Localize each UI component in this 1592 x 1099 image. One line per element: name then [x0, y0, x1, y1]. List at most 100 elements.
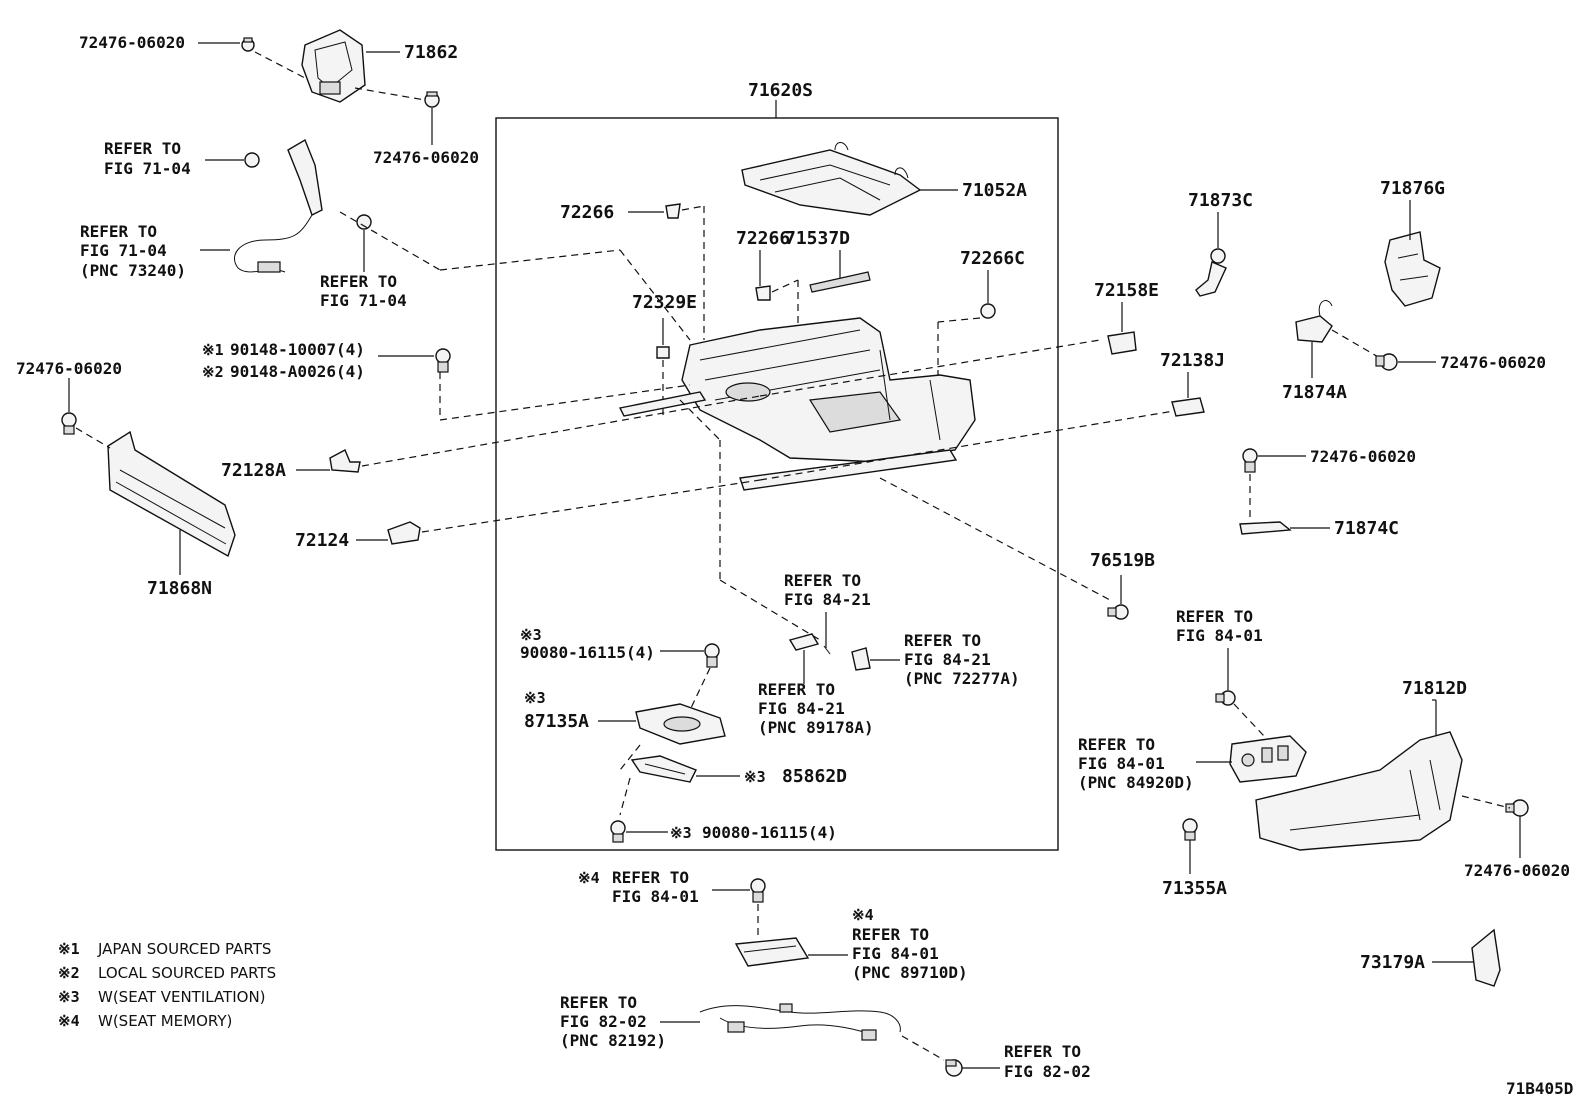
part-71812D[interactable]: [1255, 731, 1463, 851]
part-71874C[interactable]: [1239, 521, 1292, 535]
label-76519B[interactable]: 76519B: [1090, 550, 1155, 571]
fig-82-02-b[interactable]: FIG 82-02: [1004, 1062, 1091, 1081]
bracket-72277A[interactable]: [851, 647, 871, 671]
fig-84-01-b[interactable]: FIG 84-01: [852, 944, 939, 963]
bolt-90080-b[interactable]: [610, 820, 626, 843]
pnc-84920D[interactable]: (PNC 84920D): [1078, 773, 1194, 792]
seat-belt-buckle-harness[interactable]: [233, 138, 372, 273]
fig-84-01-a[interactable]: FIG 84-01: [612, 887, 699, 906]
label-71537D[interactable]: 71537D: [785, 228, 850, 249]
seat-adjuster-frame[interactable]: [618, 317, 976, 491]
part-72128A[interactable]: [329, 449, 361, 473]
bracket-89178A[interactable]: [788, 633, 820, 651]
label-90148-10007[interactable]: 90148-10007(4): [230, 340, 365, 359]
part-72124[interactable]: [387, 521, 421, 545]
clip-71355A[interactable]: [1182, 818, 1198, 841]
part-71873C[interactable]: [1195, 248, 1227, 297]
bolt-84-01[interactable]: [1215, 690, 1236, 706]
bolt-72476-e[interactable]: [1242, 448, 1258, 473]
pnc-73240[interactable]: (PNC 73240): [80, 261, 186, 280]
part-71876G[interactable]: [1384, 231, 1441, 307]
label-71862[interactable]: 71862: [404, 42, 458, 63]
bolt-72476-b[interactable]: [424, 91, 440, 108]
label-71355A[interactable]: 71355A: [1162, 878, 1227, 899]
label-72266C[interactable]: 72266C: [960, 248, 1025, 269]
label-72158E[interactable]: 72158E: [1094, 280, 1159, 301]
clip-72266C[interactable]: [980, 303, 996, 319]
bolt-90148[interactable]: [435, 348, 451, 373]
part-71537D[interactable]: [809, 271, 871, 293]
memory-ecu-89710D[interactable]: [734, 937, 810, 967]
clip-72266-a[interactable]: [665, 203, 681, 219]
part-71868N[interactable]: [107, 430, 236, 558]
part-71874A[interactable]: [1295, 300, 1333, 343]
label-72476-b[interactable]: 72476-06020: [373, 148, 479, 167]
pnc-72277A[interactable]: (PNC 72277A): [904, 669, 1020, 688]
legend-text-3: W(SEAT VENTILATION): [98, 988, 266, 1006]
refer-to-71-04-c: REFER TO: [320, 272, 397, 291]
label-71876G[interactable]: 71876G: [1380, 178, 1445, 199]
legend-mark-4: ※4: [58, 1012, 80, 1030]
label-71620S[interactable]: 71620S: [748, 80, 813, 101]
mark-4-a: ※4: [578, 869, 600, 887]
label-73179A[interactable]: 73179A: [1360, 952, 1425, 973]
label-72329E[interactable]: 72329E: [632, 292, 697, 313]
label-71812D[interactable]: 71812D: [1402, 678, 1467, 699]
fig-71-04-a[interactable]: FIG 71-04: [104, 159, 191, 178]
part-87135A[interactable]: [635, 703, 726, 745]
label-71873C[interactable]: 71873C: [1188, 190, 1253, 211]
bolt-90080-a[interactable]: [704, 643, 720, 668]
part-71052A[interactable]: [741, 142, 922, 216]
refer-to-71-04-a: REFER TO: [104, 139, 181, 158]
bolt-82-02[interactable]: [945, 1059, 963, 1077]
fig-84-21-b[interactable]: FIG 84-21: [758, 699, 845, 718]
diagram-id: 71B405D: [1506, 1079, 1573, 1098]
clip-76519B[interactable]: [1107, 604, 1129, 620]
legend-text-4: W(SEAT MEMORY): [98, 1012, 232, 1030]
part-72158E[interactable]: [1107, 331, 1137, 355]
fig-84-01-d[interactable]: FIG 84-01: [1078, 754, 1165, 773]
part-73179A[interactable]: [1471, 928, 1501, 987]
bolt-72476-d[interactable]: [1375, 353, 1398, 371]
label-72266-b[interactable]: 72266: [736, 228, 790, 249]
fig-82-02-a[interactable]: FIG 82-02: [560, 1012, 647, 1031]
part-72138J[interactable]: [1171, 397, 1205, 417]
bolt-72476-c[interactable]: [61, 412, 77, 435]
label-90148-A0026[interactable]: 90148-A0026(4): [230, 362, 365, 381]
fig-84-21-c[interactable]: FIG 84-21: [904, 650, 991, 669]
label-72128A[interactable]: 72128A: [221, 460, 286, 481]
label-90080-16115-a[interactable]: 90080-16115(4): [520, 643, 655, 662]
bolt-memory-ecu[interactable]: [750, 878, 766, 903]
label-87135A[interactable]: 87135A: [524, 711, 589, 732]
clip-72266-b[interactable]: [755, 285, 771, 301]
label-85862D[interactable]: 85862D: [782, 766, 847, 787]
label-71052A[interactable]: 71052A: [962, 180, 1027, 201]
label-71868N[interactable]: 71868N: [147, 578, 212, 599]
legend-mark-1: ※1: [58, 940, 80, 958]
pnc-89178A[interactable]: (PNC 89178A): [758, 718, 874, 737]
pnc-82192[interactable]: (PNC 82192): [560, 1031, 666, 1050]
label-72476-e[interactable]: 72476-06020: [1310, 447, 1416, 466]
fig-84-21-a[interactable]: FIG 84-21: [784, 590, 871, 609]
label-71874A[interactable]: 71874A: [1282, 382, 1347, 403]
bolt-72476-a[interactable]: [241, 37, 255, 52]
power-seat-switch-84920D[interactable]: [1229, 735, 1307, 783]
label-72476-c[interactable]: 72476-06020: [16, 359, 122, 378]
label-72124[interactable]: 72124: [295, 530, 349, 551]
label-72266-a[interactable]: 72266: [560, 202, 614, 223]
label-72476-d[interactable]: 72476-06020: [1440, 353, 1546, 372]
clip-72329E[interactable]: [656, 346, 670, 359]
part-71862[interactable]: [301, 29, 366, 103]
fig-71-04-c[interactable]: FIG 71-04: [320, 291, 407, 310]
label-90080-16115-b[interactable]: 90080-16115(4): [702, 823, 837, 842]
mark-2: ※2: [202, 363, 224, 381]
fig-71-04-b[interactable]: FIG 71-04: [80, 241, 167, 260]
part-85862D[interactable]: [630, 755, 697, 783]
label-72476-f[interactable]: 72476-06020: [1464, 861, 1570, 880]
pnc-89710D[interactable]: (PNC 89710D): [852, 963, 968, 982]
label-72476-a[interactable]: 72476-06020: [79, 33, 185, 52]
label-72138J[interactable]: 72138J: [1160, 350, 1225, 371]
label-71874C[interactable]: 71874C: [1334, 518, 1399, 539]
fig-84-01-c[interactable]: FIG 84-01: [1176, 626, 1263, 645]
wire-harness-82192[interactable]: [699, 1003, 901, 1041]
